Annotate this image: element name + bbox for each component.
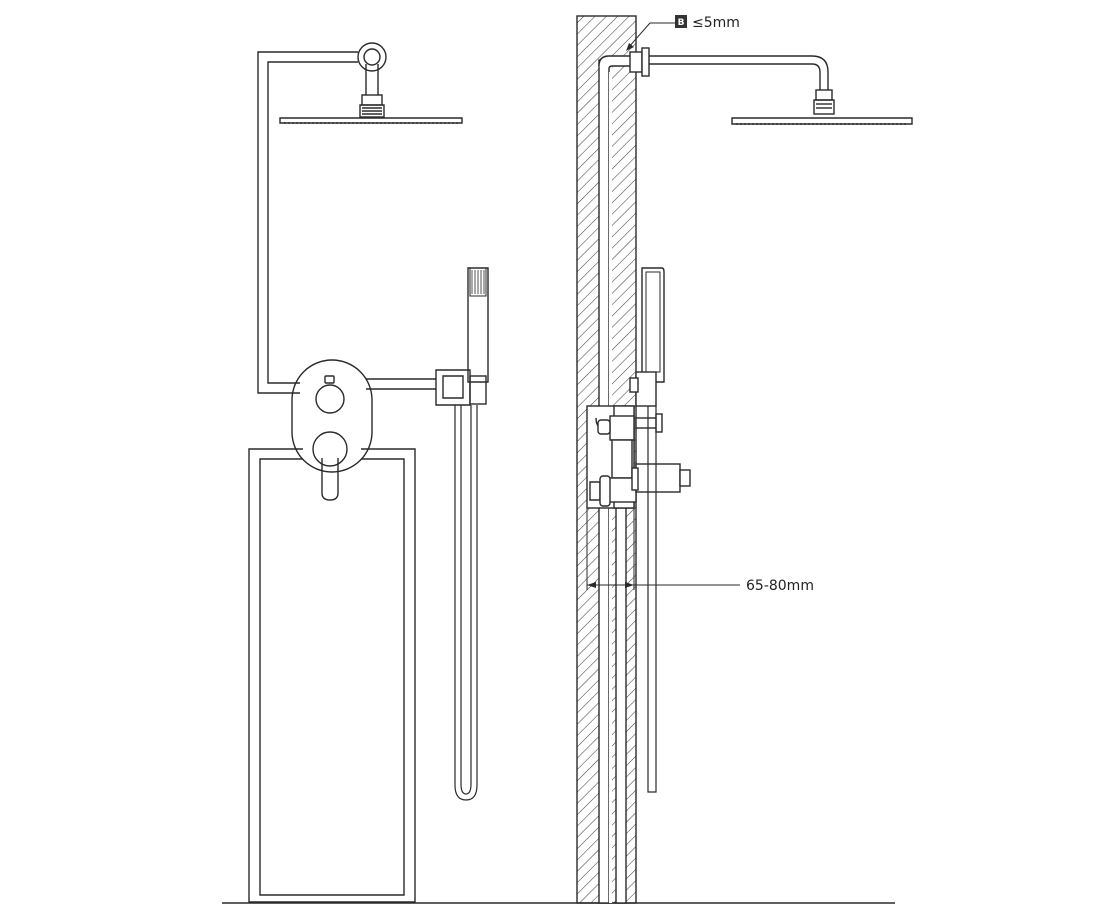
outlet-bracket — [435, 369, 471, 406]
concealed-pipe-bracket — [366, 378, 436, 390]
section-view — [576, 15, 913, 904]
rain-head-front — [279, 117, 463, 124]
mixer-lever — [312, 431, 348, 467]
diverter-knob — [315, 384, 345, 414]
hand-shower-front — [467, 267, 489, 383]
badge-letter: B — [678, 18, 685, 28]
mixer-escutcheon — [291, 359, 373, 473]
rain-head-side — [731, 117, 913, 125]
mixer-handle-side — [635, 463, 681, 493]
hand-shower-side — [641, 267, 665, 383]
shower-arm-flange — [357, 42, 387, 72]
shower-arm-front — [365, 64, 379, 95]
front-view — [248, 42, 489, 903]
concealed-pipe-lower — [248, 448, 416, 903]
shower-hose-front — [454, 405, 478, 801]
outlet-bracket-side — [635, 371, 657, 407]
badge-box — [675, 15, 687, 28]
shower-arm-side — [649, 55, 829, 90]
gap-label: ≤5mm — [692, 15, 740, 31]
gap-annotation: B ≤5mm — [626, 15, 740, 51]
concealed-pipe-upper — [257, 51, 358, 394]
supply-pipe-right — [615, 459, 627, 904]
wall-depth-dimension: 65-80mm — [586, 508, 814, 594]
wall-depth-label: 65-80mm — [746, 578, 814, 594]
shower-hose-side — [647, 406, 657, 793]
